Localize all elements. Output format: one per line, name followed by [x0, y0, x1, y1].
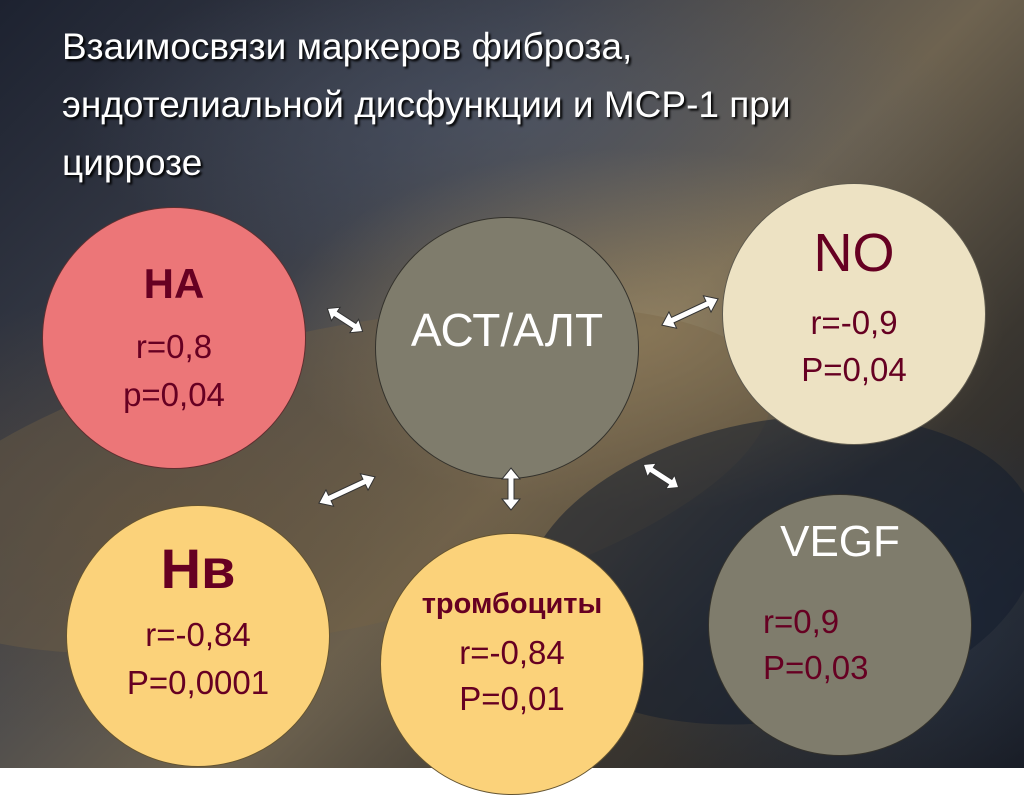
node-platelets-r: r=-0,84 [459, 634, 565, 671]
node-no: NO r=-0,9 P=0,04 [722, 183, 986, 445]
node-vegf-name: VEGF [780, 517, 900, 566]
node-vegf-p: P=0,03 [763, 649, 869, 686]
title-line-2: эндотелиальной дисфункции и МСР-1 при [62, 84, 791, 125]
title-line-1: Взаимосвязи маркеров фиброза, [62, 26, 633, 67]
node-ha: НА r=0,8 p=0,04 [42, 207, 306, 469]
node-vegf-r: r=0,9 [763, 603, 840, 640]
node-platelets-p: P=0,01 [459, 680, 565, 717]
node-hb-name: Нв [160, 537, 236, 600]
node-no-name: NO [813, 223, 895, 283]
slide-title: Взаимосвязи маркеров фиброза, эндотелиал… [62, 18, 962, 192]
node-ast-alt: АСТ/АЛТ [375, 217, 639, 479]
node-ha-r: r=0,8 [135, 328, 213, 365]
node-vegf: VEGF r=0,9 P=0,03 [708, 494, 972, 756]
node-no-r: r=-0,9 [810, 304, 898, 341]
node-ha-name: НА [143, 260, 205, 307]
node-ast-alt-name: АСТ/АЛТ [410, 304, 604, 356]
node-hb-r: r=-0,84 [145, 616, 251, 653]
double-arrow-icon [661, 295, 719, 329]
node-no-p: P=0,04 [801, 351, 907, 388]
node-ha-p: p=0,04 [123, 376, 225, 413]
node-hb-p: P=0,0001 [126, 664, 270, 701]
node-platelets-name: тромбоциты [421, 588, 603, 620]
node-hb: Нв r=-0,84 P=0,0001 [66, 505, 330, 767]
double-arrow-icon [326, 306, 364, 334]
double-arrow-icon [318, 473, 376, 507]
double-arrow-icon [642, 462, 680, 490]
double-arrow-icon [500, 467, 522, 511]
node-platelets: тромбоциты r=-0,84 P=0,01 [380, 533, 644, 795]
title-line-3: циррозе [62, 142, 203, 183]
